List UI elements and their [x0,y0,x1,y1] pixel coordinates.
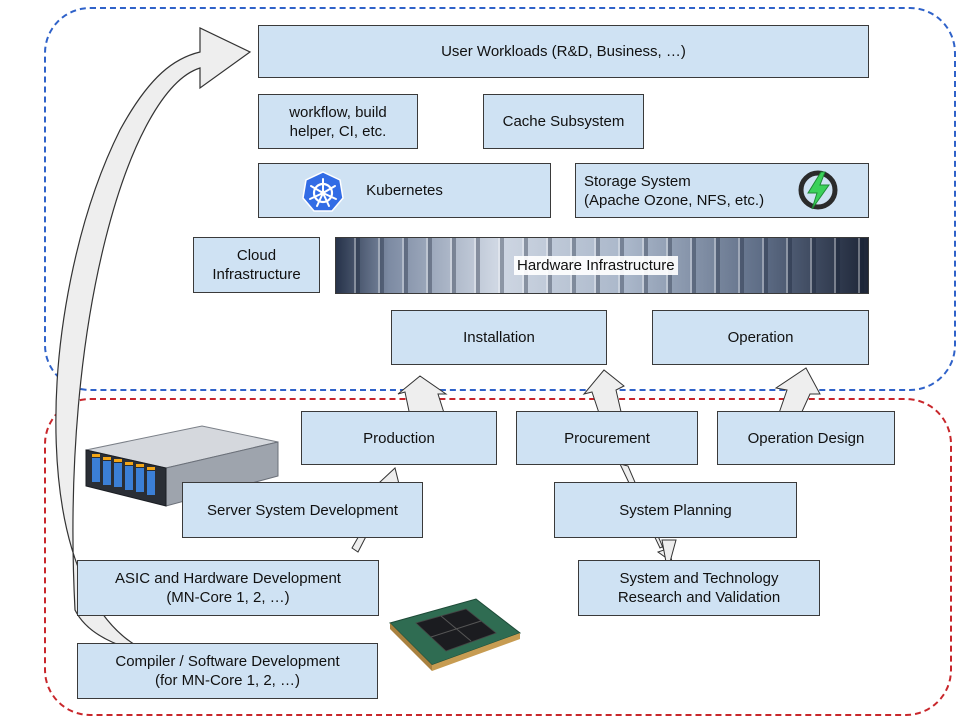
system-planning-box: System Planning [554,482,797,538]
hardware-infrastructure-box: Hardware Infrastructure [335,237,869,294]
user-workloads-box: User Workloads (R&D, Business, …) [258,25,869,78]
procurement-box: Procurement [516,411,698,465]
server-chassis-image [85,425,279,507]
arrow-research-to-planning [661,539,677,563]
server-system-development-box: Server System Development [182,482,423,538]
workflow-box: workflow, build helper, CI, etc. [258,94,418,149]
arrow-production-to-installation [397,375,448,417]
development-region [44,398,952,716]
arrow-opdesign-to-operation [774,367,821,417]
arrow-procurement-to-installation [582,369,625,417]
compiler-software-development-box: Compiler / Software Development (for MN-… [77,643,378,699]
operation-design-box: Operation Design [717,411,895,465]
research-validation-box: System and Technology Research and Valid… [578,560,820,616]
asic-hardware-development-box: ASIC and Hardware Development (MN-Core 1… [77,560,379,616]
kubernetes-icon [302,171,344,212]
apache-ozone-icon [798,170,838,210]
cache-subsystem-box: Cache Subsystem [483,94,644,149]
cloud-infrastructure-box: Cloud Infrastructure [193,237,320,293]
big-curved-arrow [55,27,252,659]
mn-core-chip-image [389,598,522,671]
infrastructure-region [44,7,956,391]
production-box: Production [301,411,497,465]
installation-box: Installation [391,310,607,365]
kubernetes-box: Kubernetes [258,163,551,218]
operation-box: Operation [652,310,869,365]
hardware-infrastructure-label: Hardware Infrastructure [514,256,678,275]
kubernetes-label: Kubernetes [366,182,443,199]
